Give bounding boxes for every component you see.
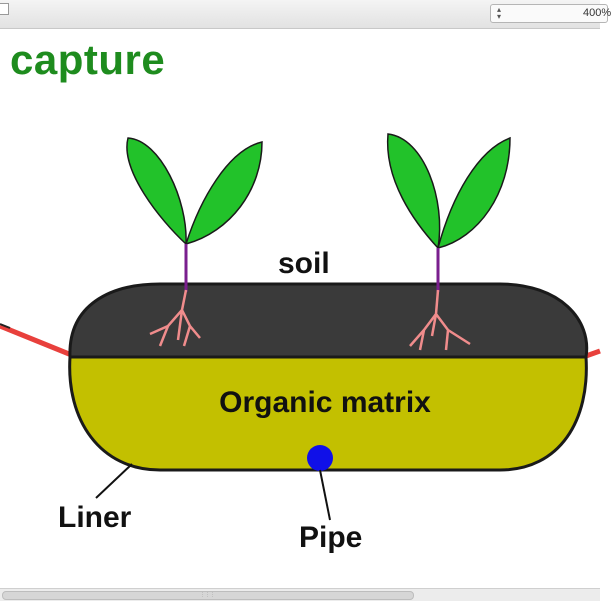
liner-edge-left-tip (0, 323, 11, 329)
plant-left (126, 137, 263, 347)
liner-edge-left (0, 323, 75, 359)
zoom-select[interactable]: ▴▾ 400% (490, 4, 611, 23)
spinner-arrows-icon: ▴▾ (497, 5, 502, 21)
liner-edge-right (585, 348, 601, 359)
horizontal-scrollbar[interactable]: ⋮⋮⋮ (0, 588, 600, 601)
scrollbar-grip-icon: ⋮⋮⋮ (200, 592, 215, 598)
soil-label: soil (278, 247, 330, 280)
roots-left (149, 289, 201, 347)
leaf-left-b (184, 141, 263, 246)
liner-label: Liner (58, 501, 132, 534)
zoom-value: 400% (583, 7, 611, 19)
top-toolbar: ▴▾ 400% (0, 0, 611, 29)
pipe-pointer-line (319, 469, 331, 521)
leaf-left-a (126, 137, 187, 246)
slide-title: capture (10, 36, 166, 83)
leaf-right-a (386, 133, 441, 250)
organic-matrix-label: Organic matrix (219, 386, 431, 419)
pipe-label: Pipe (299, 521, 362, 554)
soil-layer (68, 282, 589, 359)
window-corner-icon (0, 3, 9, 15)
liner-pointer-line (95, 463, 133, 499)
scrollbar-thumb[interactable] (2, 591, 414, 600)
roots-right (409, 289, 471, 351)
leaf-right-b (436, 136, 511, 250)
plant-right (386, 133, 511, 351)
pipe-circle (307, 445, 333, 471)
organic-matrix-layer (68, 355, 588, 472)
